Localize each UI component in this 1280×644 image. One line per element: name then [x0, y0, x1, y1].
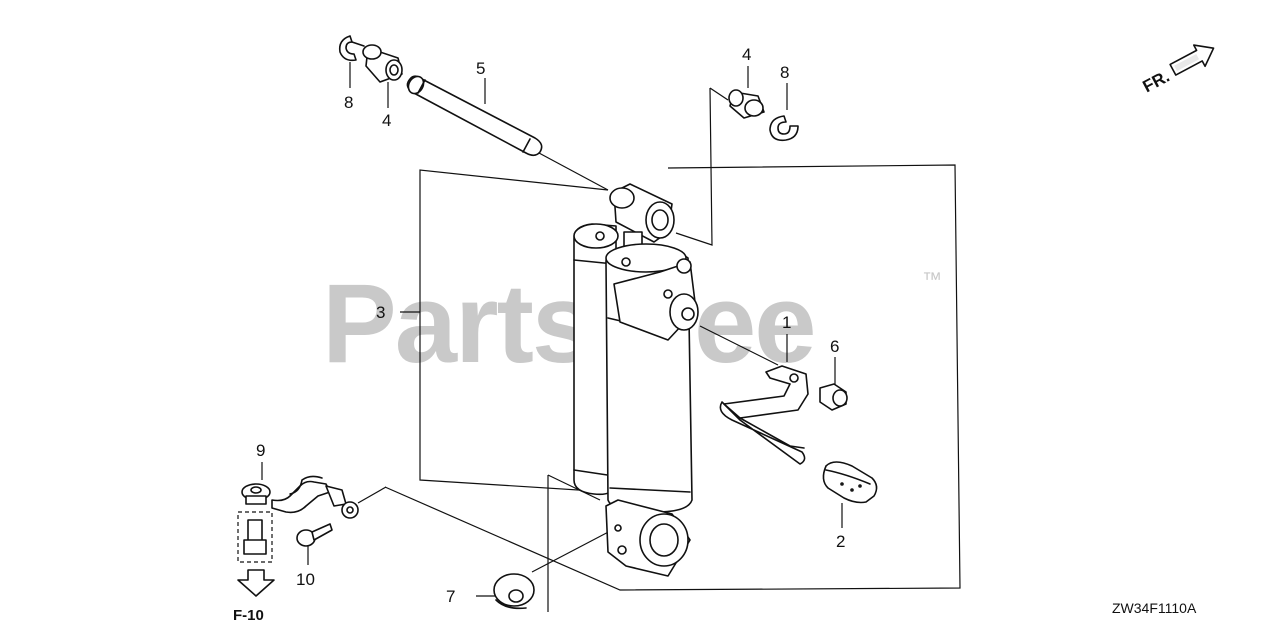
- trim-cylinder-part-3: [573, 183, 699, 577]
- callout-9: 9: [256, 441, 265, 460]
- callout-4-left: 4: [382, 111, 391, 130]
- nut-part-6: [819, 383, 848, 411]
- bracket-part-1: [719, 365, 809, 465]
- callout-3: 3: [376, 303, 385, 322]
- callout-2: 2: [836, 532, 845, 551]
- diagram-code: ZW34F1110A: [1112, 600, 1197, 616]
- bushing-part-4-right: [728, 89, 765, 119]
- callout-8-left: 8: [344, 93, 353, 112]
- direction-label: FR.: [1140, 67, 1173, 97]
- watermark-trademark: ™: [922, 269, 942, 291]
- callouts: 1 2 3 4 4 5 6 7 8 8 9 10: [256, 45, 845, 606]
- ground-wire: [271, 475, 359, 519]
- callout-10: 10: [296, 570, 315, 589]
- assembly-frame: [384, 164, 961, 591]
- pivot-pin-part-5: [406, 75, 543, 157]
- callout-6: 6: [830, 337, 839, 356]
- callout-1: 1: [782, 313, 791, 332]
- e-clip-part-8-left: [338, 35, 365, 62]
- bolt-part-9: [241, 483, 271, 505]
- watermark: PartsTree ™: [322, 261, 942, 386]
- reference-f10: F-10: [233, 511, 275, 624]
- callout-8-right: 8: [780, 63, 789, 82]
- reference-label: F-10: [233, 607, 264, 624]
- watermark-text: PartsTree: [322, 261, 815, 386]
- washer-part-7: [493, 573, 535, 610]
- direction-marker: FR.: [1140, 44, 1215, 97]
- e-clip-part-8-right: [769, 115, 799, 142]
- callout-5: 5: [476, 59, 485, 78]
- front-direction-arrow-icon: [1169, 44, 1215, 76]
- down-arrow-icon: [237, 569, 275, 597]
- bushing-part-4-left: [362, 44, 403, 83]
- callout-7: 7: [446, 587, 455, 606]
- callout-4-right: 4: [742, 45, 751, 64]
- screw-part-10: [296, 523, 333, 547]
- grommet-part-2: [822, 461, 878, 504]
